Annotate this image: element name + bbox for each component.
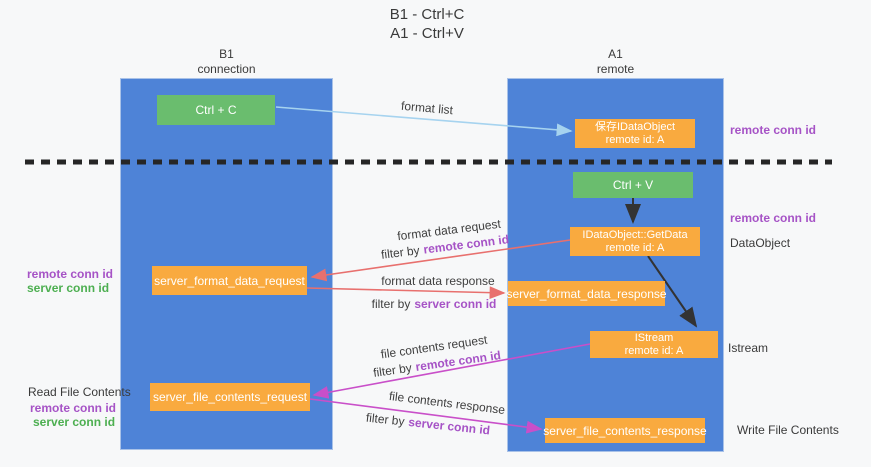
- server-conn-id-text: server conn id: [414, 297, 497, 311]
- server-file-contents-response-node: server_file_contents_response: [543, 418, 707, 443]
- filter-by-text: filter by: [371, 297, 411, 311]
- right-column-header: A1 remote: [507, 47, 724, 77]
- filter-by-text: filter by: [372, 360, 413, 380]
- istream-side-label: Istream: [728, 341, 769, 355]
- istream-line2: remote id: A: [624, 344, 684, 357]
- write-file-contents-label: Write File Contents: [737, 423, 839, 437]
- server-format-data-request-node: server_format_data_request: [152, 266, 307, 295]
- diagram-title: B1 - Ctrl+C A1 - Ctrl+V: [327, 5, 527, 43]
- remote-conn-id-left-label-1: remote conn id: [27, 267, 114, 281]
- ctrl-v-label: Ctrl + V: [612, 178, 654, 192]
- title-line-1: B1 - Ctrl+C: [389, 6, 465, 23]
- format-data-response-arrow: [306, 286, 506, 300]
- remote-conn-id-side-label-mid: remote conn id: [730, 211, 817, 225]
- server-conn-id-left-label-1: server conn id: [27, 281, 110, 295]
- format-list-label: format list: [400, 98, 454, 118]
- idataobject-getdata-line1: IDataObject::GetData: [582, 228, 688, 241]
- idataobject-getdata-line2: remote id: A: [605, 241, 665, 254]
- filter-by-text: filter by: [365, 410, 406, 429]
- server-conn-id-left-label-2: server conn id: [33, 415, 116, 429]
- server-conn-id-text: server conn id: [407, 414, 491, 438]
- left-column-header: B1 connection: [120, 47, 333, 77]
- remote-conn-id-side-label-top: remote conn id: [730, 123, 817, 137]
- server-file-contents-request-label: server_file_contents_request: [152, 390, 308, 404]
- read-file-contents-label: Read File Contents: [28, 385, 131, 399]
- istream-node: IStream remote id: A: [590, 331, 718, 358]
- idataobject-getdata-node: IDataObject::GetData remote id: A: [570, 227, 700, 256]
- remote-conn-id-left-label-2: remote conn id: [30, 401, 117, 415]
- server-file-contents-response-label: server_file_contents_response: [543, 423, 707, 438]
- save-idataobject-line1: 保存IDataObject: [594, 120, 676, 133]
- filter-by-text: filter by: [380, 243, 421, 262]
- ctrl-c-node: Ctrl + C: [157, 95, 275, 125]
- server-format-data-response-node: server_format_data_response: [506, 281, 667, 306]
- right-column-subtitle: remote: [596, 62, 635, 76]
- right-column-title: A1: [608, 47, 623, 61]
- save-idataobject-line2: remote id: A: [605, 133, 665, 146]
- server-file-contents-request-node: server_file_contents_request: [150, 383, 310, 411]
- istream-line1: IStream: [634, 331, 674, 344]
- left-column-subtitle: connection: [197, 62, 256, 76]
- save-idataobject-node: 保存IDataObject remote id: A: [575, 119, 695, 148]
- server-format-data-request-label: server_format_data_request: [154, 273, 305, 288]
- format-data-response-label: format data response: [381, 274, 495, 288]
- dataobject-side-label: DataObject: [730, 236, 791, 250]
- ctrl-c-label: Ctrl + C: [195, 103, 237, 117]
- left-column-title: B1: [219, 47, 234, 61]
- file-contents-response-label: file contents response: [388, 388, 506, 418]
- server-format-data-response-label: server_format_data_response: [506, 286, 667, 301]
- title-line-2: A1 - Ctrl+V: [390, 25, 464, 42]
- ctrl-v-node: Ctrl + V: [573, 172, 693, 198]
